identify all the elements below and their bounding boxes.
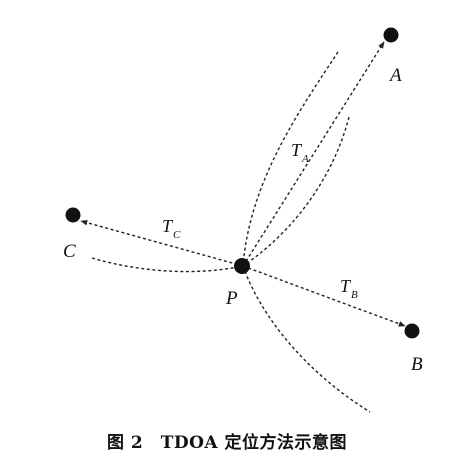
figure-caption: 图 2 TDOA 定位方法示意图 [106, 433, 348, 453]
hyperbola-b-side [242, 265, 371, 413]
edge-label-tc: TC [162, 216, 181, 241]
edge-label-ta: TA [291, 140, 309, 165]
arrow-p-to-b [242, 265, 406, 327]
label-p: P [225, 288, 238, 309]
hyperbola-right-of-a [242, 116, 350, 267]
edge-label-tc-main: T [162, 216, 174, 236]
label-b: B [411, 354, 423, 375]
node-a [383, 27, 399, 43]
edge-label-tb-sub: B [351, 289, 358, 301]
edge-label-tb-main: T [340, 276, 352, 296]
label-c: C [63, 241, 76, 262]
edge-label-ta-sub: A [301, 153, 309, 165]
label-a: A [388, 65, 402, 86]
arrow-p-to-c [80, 219, 244, 267]
edge-label-tc-sub: C [173, 229, 181, 241]
edge-label-ta-main: T [291, 140, 303, 160]
hyperbola-left-of-a [242, 51, 339, 267]
hyperbola-c-side [91, 257, 244, 273]
node-p [234, 258, 250, 274]
arrow-p-to-a [242, 41, 385, 267]
node-c [65, 207, 81, 223]
edge-label-tb: TB [340, 276, 358, 301]
node-b [404, 323, 420, 339]
